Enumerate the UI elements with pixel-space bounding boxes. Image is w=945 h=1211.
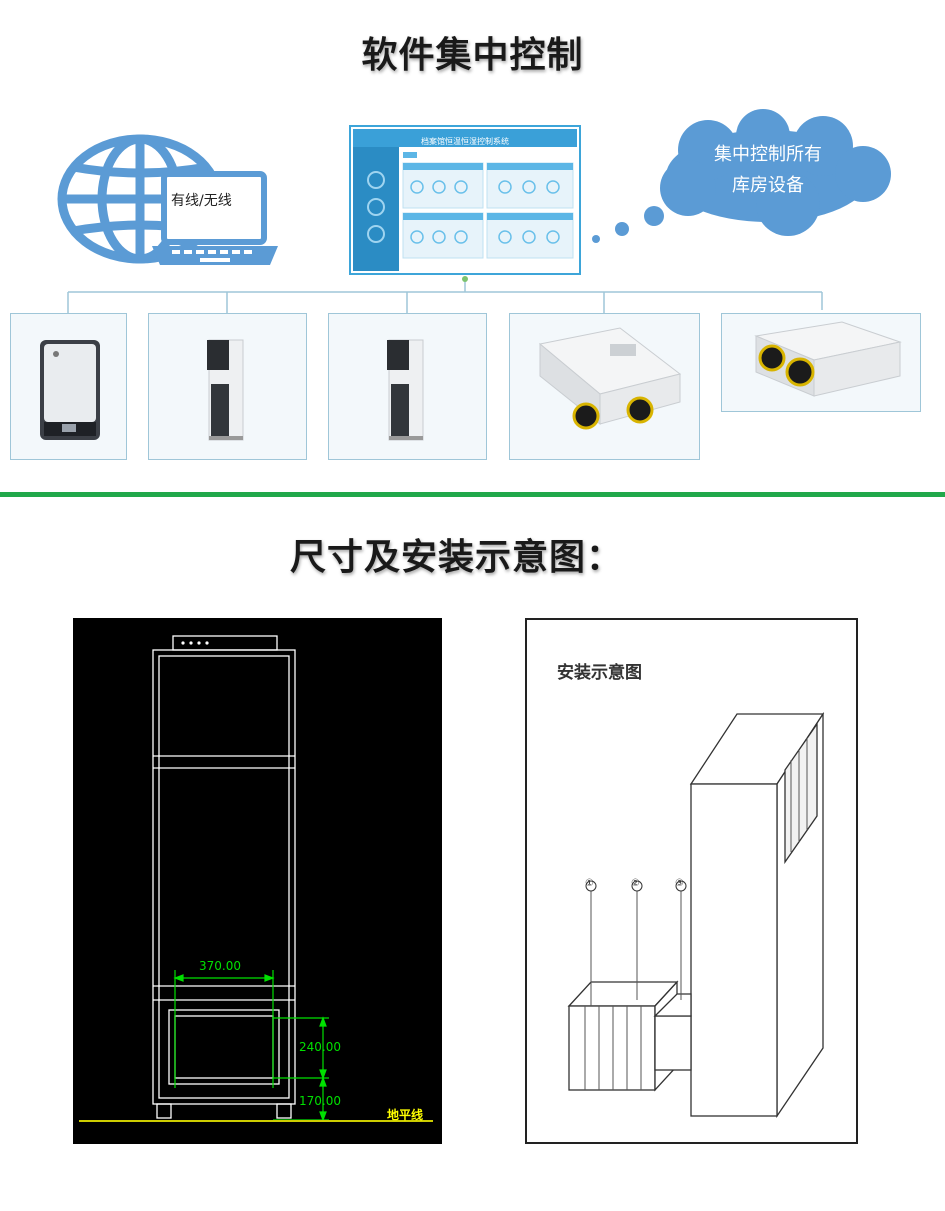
device-ceiling-unit-2 [721, 313, 921, 412]
cloud-icon [592, 109, 891, 243]
cloud-text-line1: 集中控制所有 [714, 144, 822, 165]
marker-2: ② [631, 878, 640, 889]
marker-3: ③ [675, 878, 684, 889]
dim-floor-label: 170.00 [299, 1094, 341, 1108]
page-title: 软件集中控制 [361, 35, 584, 76]
dim-width-label: 370.00 [199, 959, 241, 973]
installation-diagram-title: 安装示意图 [557, 663, 642, 683]
cloud-text-line2: 库房设备 [732, 175, 804, 196]
device-ceiling-unit-1 [509, 313, 700, 460]
section-title: 尺寸及安装示意图： [290, 537, 624, 578]
device-cabinet-unit-2 [328, 313, 487, 460]
dimension-drawing: 370.00 240.00 170.00 地平线 [73, 618, 442, 1144]
installation-diagram: 安装示意图 ① ② ③ [525, 618, 858, 1144]
cad-cabinet-drawing [79, 635, 433, 1122]
laptop-connection-label: 有线/无线 [171, 193, 232, 209]
floor-line-label: 地平线 [387, 1108, 424, 1122]
marker-1: ① [585, 878, 594, 889]
network-connector-lines [67, 276, 823, 314]
wall-controller-icon [40, 340, 100, 440]
laptop-icon [152, 171, 278, 265]
device-wall-controller [10, 313, 127, 460]
device-cabinet-unit-1 [148, 313, 307, 460]
cabinet-unit-icon [207, 339, 244, 441]
dashboard-screen [349, 125, 581, 275]
ceiling-unit-icon [538, 327, 682, 430]
cabinet-unit-icon [387, 339, 424, 441]
dashboard-title: 档案馆恒温恒湿控制系统 [421, 137, 509, 146]
dim-height-label: 240.00 [299, 1040, 341, 1054]
ceiling-unit-icon [754, 321, 902, 397]
section-divider [0, 492, 945, 497]
installation-illustration [567, 711, 825, 1119]
